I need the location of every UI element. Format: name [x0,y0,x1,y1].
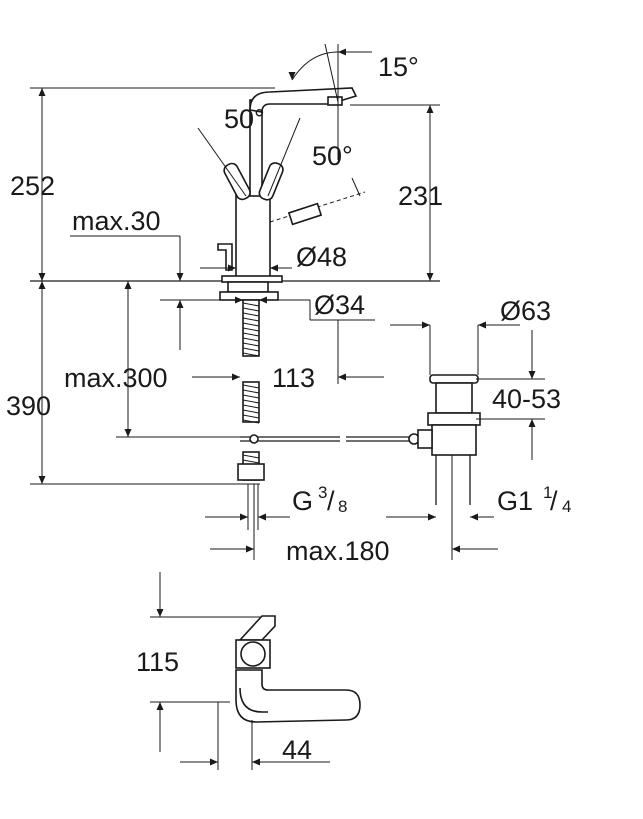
label-height-390: 390 [6,391,51,421]
top-lever-curve [239,687,268,713]
dimension-lines [30,43,545,560]
dimension-arrowhead [235,296,243,304]
waste-body-lower [431,424,477,456]
dimension-arrowhead [258,513,266,521]
label-height-total: 252 [10,171,55,201]
dimension-arrowhead [338,373,346,381]
label-height-115: 115 [136,647,179,677]
dimension-arrowhead [38,88,46,96]
label-max-300: max.300 [64,363,168,393]
label-angle-right: 50° [312,141,353,171]
popup-rod-knob [217,243,233,271]
dimension-arrowhead [228,264,236,272]
svg-text:3: 3 [318,483,327,502]
dimension-arrowhead [270,264,278,272]
lever-forward-position [287,202,323,226]
dimension-arrowhead [176,273,184,281]
dimension-arrowhead [470,513,478,521]
faucet-top-view [150,572,361,770]
label-dia-48: Ø48 [296,242,347,272]
svg-text:8: 8 [338,497,347,516]
label-dia-34: Ø34 [314,290,365,320]
dimension-arrowhead [38,273,46,281]
dimension-arrowhead [422,321,430,329]
label-dia-63: Ø63 [500,296,551,326]
top-body-round [240,641,266,667]
dimension-arrowhead [38,476,46,484]
dimension-arrowhead [38,281,46,289]
waste-nut [427,412,481,426]
label-max-30: max.30 [72,206,161,236]
dimension-arrowhead [259,296,267,304]
svg-text:/: / [550,486,558,516]
label-reach-113: 113 [272,363,315,393]
dimension-arrowhead [452,545,460,553]
dimension-arrowhead [240,513,248,521]
waste-rod-housing [417,429,433,449]
dimension-arrowhead [426,273,434,281]
rod-pivot [249,434,259,444]
label-thread-g38: G 3 / 8 [292,483,347,516]
popup-waste [417,374,481,505]
svg-text:/: / [327,486,335,516]
dimension-labels: 15° 50° 50° 252 231 max.30 Ø48 Ø34 Ø63 m… [6,52,571,765]
dimension-arrowhead [124,429,132,437]
faucet-spout [249,87,358,113]
faucet-side-view [30,87,440,481]
dimension-arrowhead [528,371,536,379]
dimension-arrowhead [176,300,184,308]
top-spout-head [238,615,276,641]
lever-right-position [258,162,284,201]
svg-text:4: 4 [562,497,571,516]
dimension-arrowhead [246,545,254,553]
waste-body-upper [435,382,473,414]
dimension-arrowhead [528,419,536,427]
fixing-plate [219,291,279,301]
hose-connector [237,463,265,481]
waste-flange [429,374,479,384]
label-angle-spout: 15° [378,52,419,82]
base-plate [221,275,283,283]
label-thread-g114: G1 1 / 4 [497,483,571,516]
label-depth-44: 44 [282,735,312,765]
lever-left-position [223,162,251,201]
dimension-arrowhead [288,72,296,80]
dimension-arrowhead [428,513,436,521]
label-angle-left: 50° [224,104,265,134]
label-height-spout: 231 [398,181,443,211]
dimension-arrowhead [338,48,346,56]
dimension-arrowhead [232,373,240,381]
svg-text:1: 1 [543,483,552,502]
under-mount-nut [227,281,269,293]
dimension-arrows [38,48,536,766]
svg-text:G1: G1 [497,486,533,516]
spout-aerator [327,96,343,106]
dimension-arrowhead [426,105,434,113]
svg-text:G: G [292,486,313,516]
dimension-arrowhead [478,321,486,329]
dimension-arrowhead [124,281,132,289]
label-max-180: max.180 [286,536,390,566]
faucet-body [235,194,271,278]
top-lever [235,669,361,723]
label-range-40-53: 40-53 [492,384,561,414]
